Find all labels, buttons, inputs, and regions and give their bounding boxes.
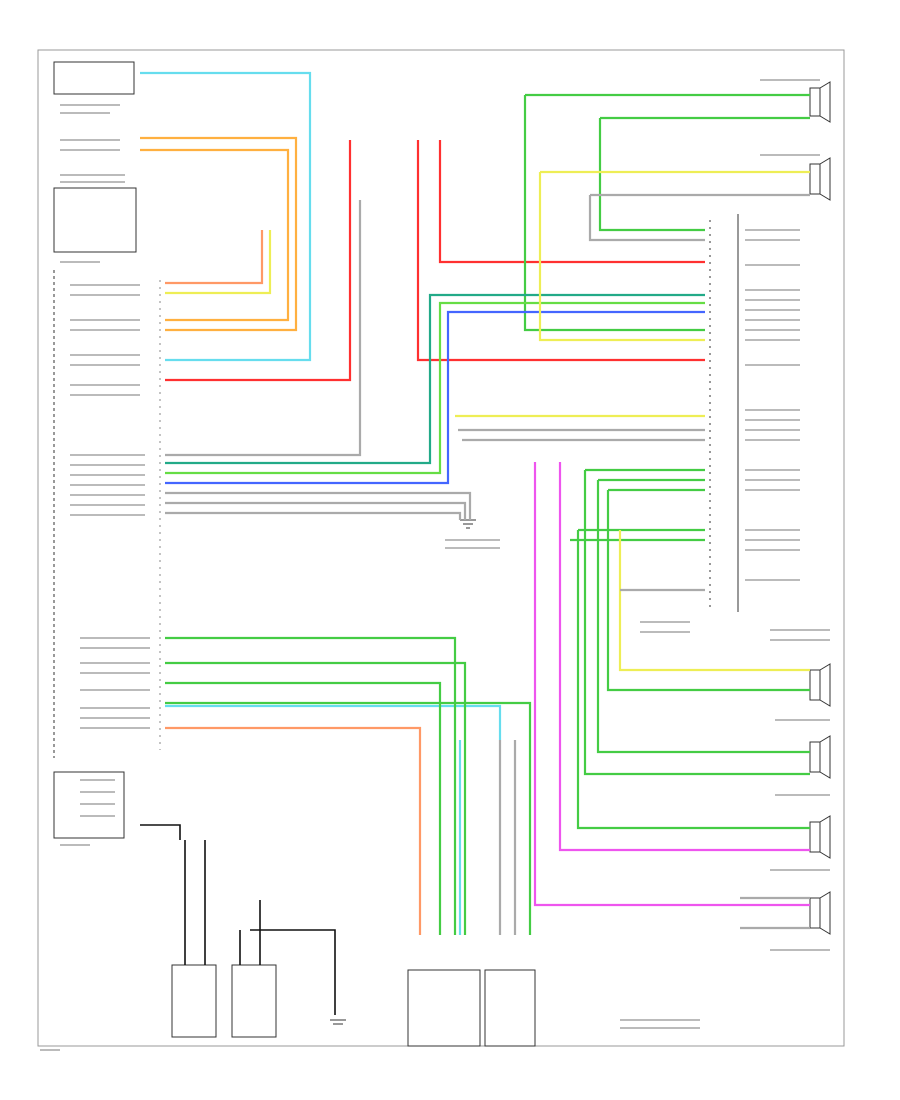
wire-lime <box>165 301 705 475</box>
speaker-icon <box>809 81 831 935</box>
wire-gray-2 <box>165 501 467 520</box>
wire-orange-2 <box>140 148 290 322</box>
ground-icon <box>330 519 476 1025</box>
wire-salmon <box>165 726 422 935</box>
component-box-left-steering-switch <box>171 964 217 1038</box>
wire-green-3 <box>165 681 442 935</box>
label-ticks <box>40 79 830 1051</box>
wire-green-4 <box>165 701 532 935</box>
wire-black-5 <box>140 824 181 840</box>
wire-cyan <box>140 71 312 362</box>
wire-set <box>140 71 810 1015</box>
wire-green-8 <box>598 118 705 232</box>
wire-orange <box>140 136 298 332</box>
wire-gray <box>165 491 472 520</box>
component-box-right-steering-switch <box>231 964 277 1038</box>
connector-box-right <box>484 969 536 1047</box>
wire-cyan-2 <box>165 704 502 740</box>
component-box-top-left <box>53 61 135 95</box>
wire-red-2 <box>416 140 705 362</box>
wire-yellow-2 <box>538 172 705 342</box>
component-box-radio-antenna <box>53 187 137 253</box>
wire-yellow-5 <box>618 530 810 672</box>
wire-black-4 <box>250 929 336 1015</box>
wire-green <box>165 636 457 935</box>
wire-yellow-3 <box>165 230 272 295</box>
wire-gray-3 <box>165 511 462 520</box>
component-box-cluster <box>53 771 125 839</box>
wire-gray-6 <box>165 200 362 457</box>
wire-gray-8 <box>588 195 705 242</box>
wire-green-6 <box>523 95 705 332</box>
wire-green-10 <box>583 470 810 776</box>
wire-green-16 <box>576 530 810 830</box>
wire-magenta <box>533 462 810 907</box>
wire-green-12 <box>596 480 810 754</box>
connector-box-left <box>407 969 481 1047</box>
wire-red <box>165 140 352 382</box>
wire-salmon-2 <box>165 230 264 285</box>
wire-red-3 <box>438 140 705 264</box>
wire-green-14 <box>606 490 810 692</box>
wire-teal <box>165 293 705 465</box>
wire-magenta-2 <box>558 462 810 852</box>
wire-green-2 <box>165 661 467 935</box>
wire-blue <box>165 310 705 485</box>
